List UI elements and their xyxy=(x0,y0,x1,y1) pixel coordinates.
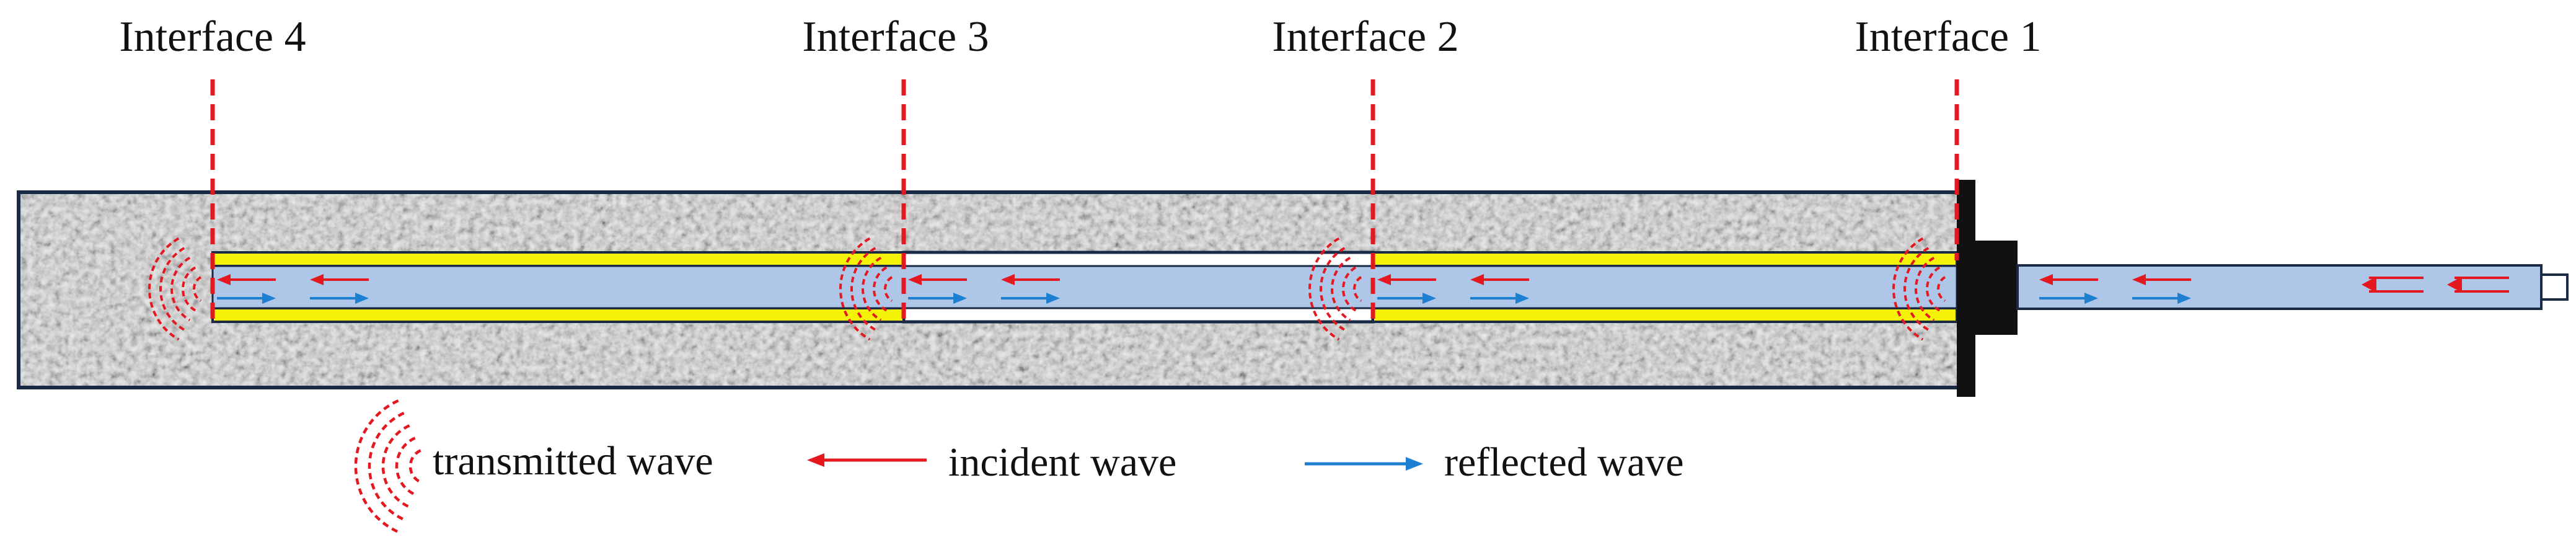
legend-reflected-label: reflected wave xyxy=(1444,440,1684,485)
transmitted-wave-arcs-4 xyxy=(148,237,202,341)
wave-markers xyxy=(148,237,2509,341)
legend-arc xyxy=(368,412,405,521)
reflected-arrow-segment-4-a xyxy=(217,293,276,304)
legend-transmitted-label: transmitted wave xyxy=(433,438,713,484)
embedded-bar xyxy=(211,251,1958,324)
reflected-arrow-segment-2-a xyxy=(1377,293,1436,304)
interface-4-label: Interface 4 xyxy=(119,13,306,61)
bonding-layer-bottom-right xyxy=(1372,307,1958,323)
reflected-arrow-segment-3-a xyxy=(908,293,967,304)
interface-2-label: Interface 2 xyxy=(1272,13,1458,61)
anchor-assembly xyxy=(1957,180,2569,397)
reflected-arrow-icon xyxy=(1305,457,1423,471)
bonding-layer-top-left xyxy=(211,251,905,267)
reflected-arrow-segment-3-b xyxy=(1001,293,1060,304)
reflected-arrow-rod-a xyxy=(2039,293,2098,304)
legend-incident-label: incident wave xyxy=(948,440,1176,485)
interface-3-label: Interface 3 xyxy=(802,13,989,61)
legend-arc xyxy=(354,399,399,533)
legend-arc xyxy=(395,437,416,496)
interface-labels: Interface 4 Interface 3 Interface 2 Inte… xyxy=(119,13,2041,61)
incident-arrow-segment-2-a xyxy=(1377,274,1436,285)
legend-arc xyxy=(381,424,410,508)
input-pulse-arrow-2 xyxy=(2447,277,2509,293)
bonding-layer-top-right xyxy=(1372,251,1958,267)
incident-arrow-rod-a xyxy=(2039,274,2098,285)
bonding-layer-bottom-left xyxy=(211,307,905,323)
rod-end-cap xyxy=(2540,273,2569,301)
incident-arrow-segment-3-b xyxy=(1001,274,1060,285)
reflected-arrow-rod-b xyxy=(2132,293,2191,304)
incident-arrow-segment-2-b xyxy=(1470,274,1529,285)
transmitted-wave-arcs-2 xyxy=(1308,237,1362,341)
interface-lines xyxy=(210,79,1959,322)
incident-arrow-segment-3-a xyxy=(908,274,967,285)
transmitted-wave-icon xyxy=(354,399,421,533)
incident-arrow-rod-b xyxy=(2132,274,2191,285)
external-rod xyxy=(2016,264,2543,310)
reflected-arrow-segment-4-b xyxy=(310,293,369,304)
bar-body xyxy=(211,265,1958,309)
incident-arrow-segment-4-b xyxy=(310,274,369,285)
incident-arrow-segment-4-a xyxy=(217,274,276,285)
transmitted-wave-arcs-3 xyxy=(839,237,893,341)
reflected-arrow-segment-2-b xyxy=(1470,293,1529,304)
anchor-plate xyxy=(1957,180,1975,397)
input-pulse-arrow-1 xyxy=(2362,277,2424,293)
legend: transmitted wave incident wave reflected… xyxy=(354,399,1684,533)
transmitted-wave-arcs-1 xyxy=(1892,237,1946,341)
legend-arc xyxy=(408,449,421,484)
anchor-nut xyxy=(1975,241,2018,335)
incident-arrow-icon xyxy=(807,453,927,467)
interface-1-label: Interface 1 xyxy=(1855,13,2041,61)
